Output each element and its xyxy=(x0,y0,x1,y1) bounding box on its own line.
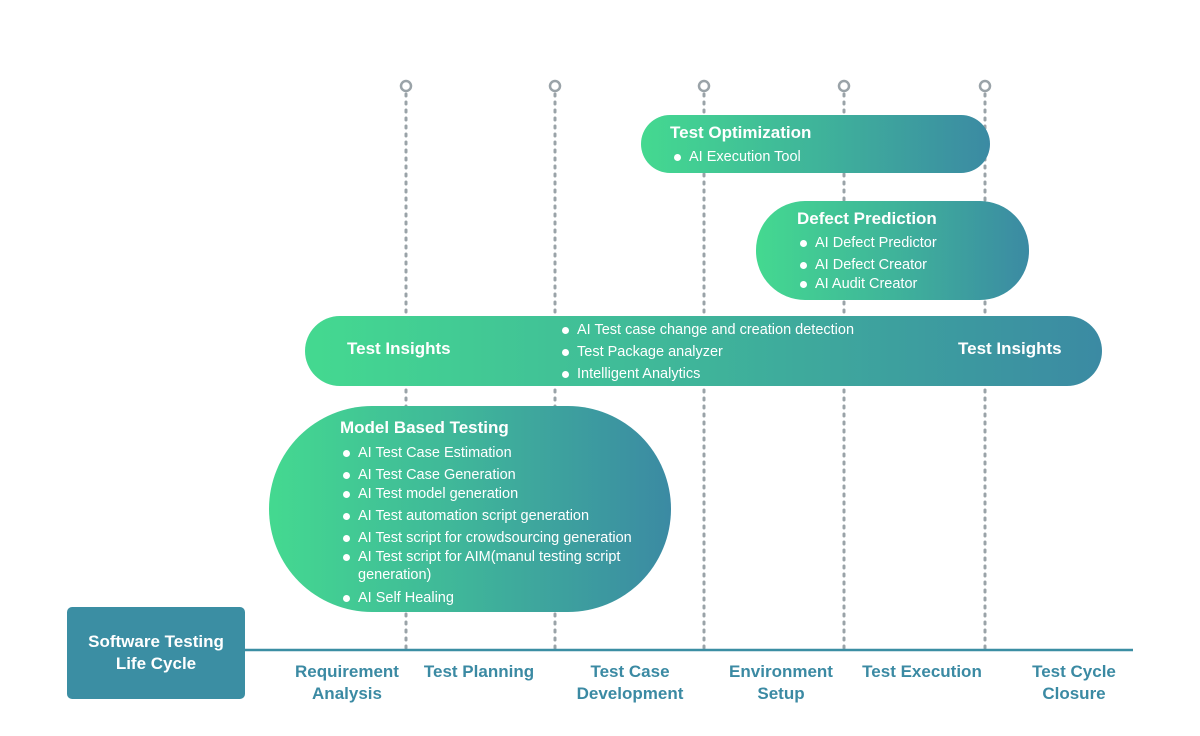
defect-prediction-pill: Defect Prediction AI Defect Predictor AI… xyxy=(756,201,1029,300)
test-optimization-items: AI Execution Tool xyxy=(673,148,801,166)
phase-label-test-planning: Test Planning xyxy=(423,662,535,681)
list-item: AI Self Healing xyxy=(342,589,632,607)
test-optimization-title: Test Optimization xyxy=(670,123,812,142)
test-optimization-pill: Test Optimization AI Execution Tool xyxy=(641,115,990,173)
lifecycle-label-box: Software Testing Life Cycle xyxy=(67,607,245,699)
phase-label-requirement-analysis: Requirement Analysis xyxy=(295,662,399,703)
list-item: AI Test script for crowdsourcing generat… xyxy=(342,529,632,547)
list-item: Test Package analyzer xyxy=(561,343,854,361)
test-insights-title-left: Test Insights xyxy=(347,339,451,358)
model-based-testing-items: AI Test Case Estimation AI Test Case Gen… xyxy=(342,444,632,607)
list-item: AI Test Case Generation xyxy=(342,466,632,484)
list-item: AI Audit Creator xyxy=(799,275,937,293)
list-item: Intelligent Analytics xyxy=(561,365,854,383)
list-item: AI Test automation script generation xyxy=(342,507,632,525)
milestone-marker-3 xyxy=(697,79,711,93)
milestone-marker-5 xyxy=(978,79,992,93)
defect-prediction-title: Defect Prediction xyxy=(797,209,937,228)
list-item: AI Test case change and creation detecti… xyxy=(561,321,854,339)
test-insights-title-right: Test Insights xyxy=(958,339,1062,358)
phase-label-test-execution: Test Execution xyxy=(862,662,982,681)
milestone-marker-4 xyxy=(837,79,851,93)
phase-label-test-case-development: Test Case Development xyxy=(576,662,684,703)
milestone-marker-2 xyxy=(548,79,562,93)
list-item: AI Defect Creator xyxy=(799,256,937,274)
list-item: AI Test script for AIM(manul testing scr… xyxy=(342,548,632,584)
list-item: AI Test model generation xyxy=(342,485,632,503)
phase-label-environment-setup: Environment Setup xyxy=(729,662,833,703)
list-item: AI Test Case Estimation xyxy=(342,444,632,462)
model-based-testing-title: Model Based Testing xyxy=(340,418,509,437)
defect-prediction-items: AI Defect Predictor AI Defect Creator AI… xyxy=(799,234,937,293)
phase-label-test-cycle-closure: Test Cycle Closure xyxy=(1032,662,1116,703)
list-item: AI Defect Predictor xyxy=(799,234,937,252)
test-insights-items: AI Test case change and creation detecti… xyxy=(561,321,854,383)
test-insights-pill: Test Insights AI Test case change and cr… xyxy=(305,316,1102,386)
milestone-marker-1 xyxy=(399,79,413,93)
model-based-testing-pill: Model Based Testing AI Test Case Estimat… xyxy=(269,406,671,612)
list-item: AI Execution Tool xyxy=(673,148,801,166)
